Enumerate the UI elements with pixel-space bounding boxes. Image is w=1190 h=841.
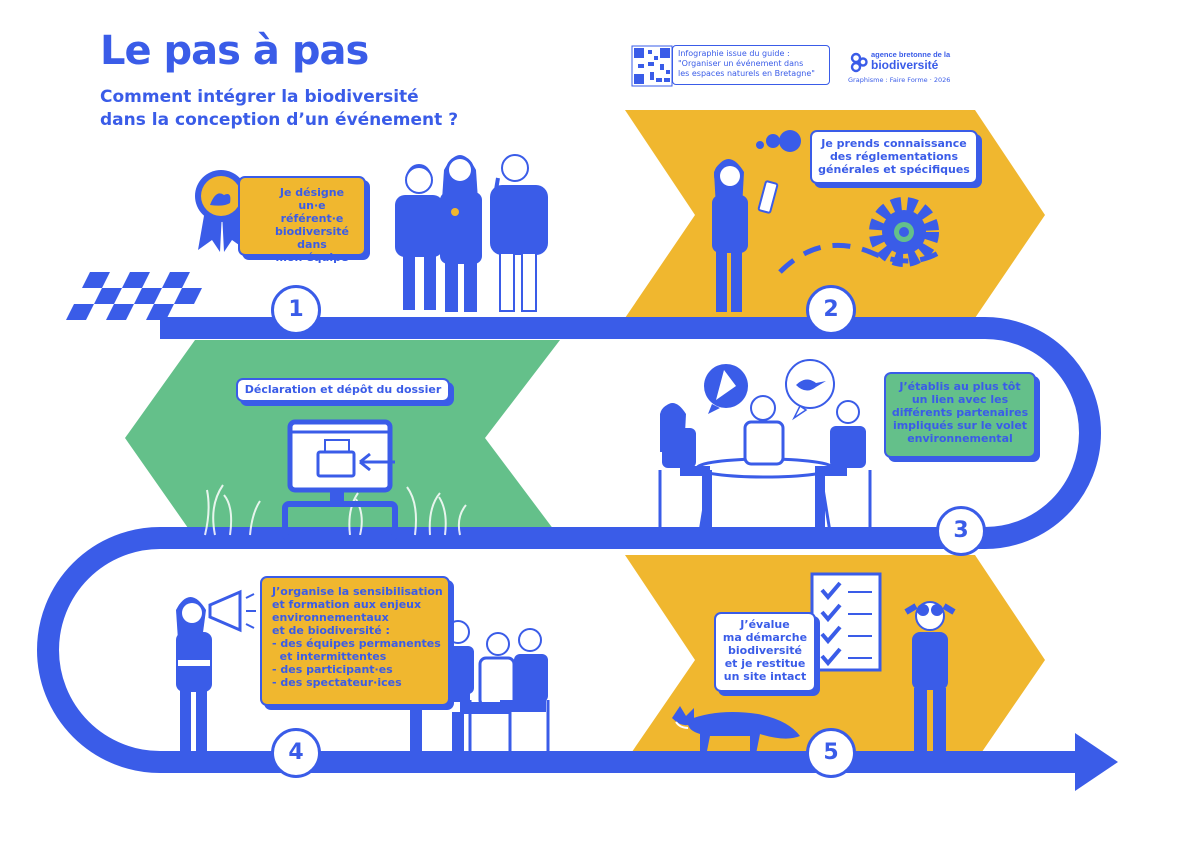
design-credit: Graphisme : Faire Forme · 2026 xyxy=(848,76,951,84)
checkered-flag-icon xyxy=(66,272,202,320)
step-5-badge: 5 xyxy=(806,728,856,778)
fox-icon xyxy=(672,706,800,756)
step-2-badge: 2 xyxy=(806,285,856,335)
flag-icon xyxy=(704,364,748,414)
arrow-head-icon xyxy=(1075,733,1118,791)
qr-code-icon xyxy=(631,45,673,87)
step-1-card: Je désigne un·e référent·e biodiversité … xyxy=(238,176,366,264)
agency-logo: agence bretonne de la biodiversité xyxy=(850,50,951,73)
logo-text-main: biodiversité xyxy=(871,58,939,72)
step-5-card: J’évalue ma démarche biodiversité et je … xyxy=(714,612,816,692)
page-subtitle: Comment intégrer la biodiversité dans la… xyxy=(100,87,459,130)
step-3-card: J’établis au plus tôt un lien avec les d… xyxy=(884,372,1036,458)
meeting-table-illustration xyxy=(658,395,872,533)
person-reading-illustration xyxy=(712,130,801,312)
binoculars-person-illustration xyxy=(904,601,956,758)
megaphone-icon xyxy=(176,589,256,754)
logo-text-top: agence bretonne de la xyxy=(871,50,951,59)
gear-icon xyxy=(869,197,939,267)
team-people-illustration xyxy=(395,154,548,312)
computer-folder-icon xyxy=(204,419,467,541)
declaration-card: Déclaration et dépôt du dossier xyxy=(236,378,450,402)
step-1-badge: 1 xyxy=(271,285,321,335)
step-4-card: J’organise la sensibilisation et formati… xyxy=(260,576,450,706)
checklist-icon xyxy=(810,572,882,672)
bird-icon xyxy=(785,359,835,421)
page-title: Le pas à pas xyxy=(100,28,369,74)
step-4-badge: 4 xyxy=(271,728,321,778)
guide-source-note: Infographie issue du guide : "Organiser … xyxy=(672,45,830,85)
dashed-route xyxy=(778,242,942,274)
journey-path xyxy=(37,317,1101,773)
agency-logo-icon xyxy=(850,52,868,73)
step-3-badge: 3 xyxy=(936,506,986,556)
step-2-card: Je prends connaissance des réglementatio… xyxy=(810,130,978,184)
